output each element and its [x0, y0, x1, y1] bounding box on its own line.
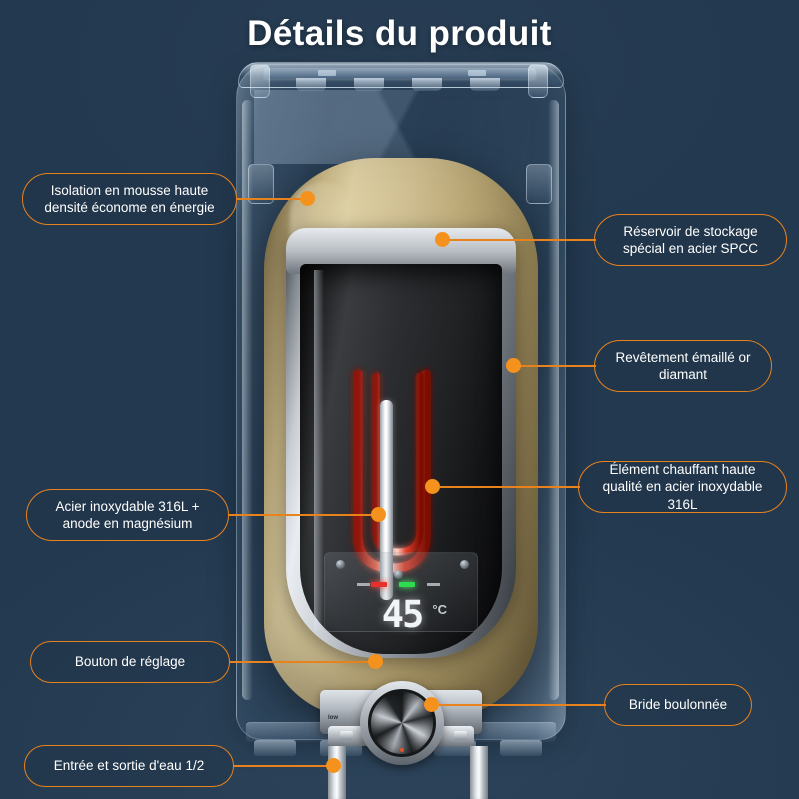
rim-tab	[412, 78, 442, 91]
flange-bolt-icon	[336, 560, 345, 569]
callout-dot-adjustment-knob	[368, 654, 383, 669]
callout-heating-element[interactable]: Élément chauffant haute qualité en acier…	[578, 461, 787, 513]
callout-insulation[interactable]: Isolation en mousse haute densité économ…	[22, 173, 237, 225]
shell-bracket-right	[526, 164, 552, 204]
shell-foot-left	[254, 740, 296, 756]
callout-anode[interactable]: Acier inoxydable 316L + anode en magnési…	[26, 489, 229, 541]
flange-bolt-icon	[340, 731, 353, 740]
knob-low-label: low	[328, 715, 338, 721]
temperature-value: 45	[381, 593, 425, 636]
page-title: Détails du produit	[247, 14, 552, 53]
callout-storage-tank-label: Réservoir de stockage spécial en acier S…	[622, 223, 759, 256]
display-dash	[427, 583, 440, 586]
callout-dot-enamel-coating	[506, 358, 521, 373]
callout-bolted-flange-label: Bride boulonnée	[628, 697, 728, 713]
leader-line-insulation	[237, 198, 303, 200]
callout-water-ports-label: Entrée et sortie d'eau 1/2	[53, 758, 205, 774]
temperature-unit: °C	[432, 602, 447, 617]
callout-adjustment-knob-label: Bouton de réglage	[74, 654, 186, 670]
callout-insulation-label: Isolation en mousse haute densité économ…	[44, 182, 215, 215]
callout-dot-bolted-flange	[424, 697, 439, 712]
cold-water-pipe	[470, 746, 488, 799]
rim-vent-icon	[468, 70, 486, 76]
leader-line-adjustment-knob	[230, 661, 376, 663]
flange-bolt-icon	[460, 560, 469, 569]
rim-tab	[470, 78, 500, 91]
callout-storage-tank[interactable]: Réservoir de stockage spécial en acier S…	[594, 214, 787, 266]
callout-enamel-coating-label: Revêtement émaillé or diamant	[615, 349, 751, 382]
callout-adjustment-knob[interactable]: Bouton de réglage	[30, 641, 230, 683]
callout-bolted-flange[interactable]: Bride boulonnée	[604, 684, 752, 726]
flange-bolt-icon	[394, 570, 403, 579]
flange-bolt-icon	[454, 731, 467, 740]
leader-line-anode	[229, 514, 379, 516]
tank-inner-cavity	[300, 264, 502, 654]
knob-position-marker	[400, 748, 404, 752]
rim-tab	[354, 78, 384, 91]
leader-line-storage-tank	[441, 239, 596, 241]
leader-line-enamel-coating	[517, 365, 596, 367]
callout-dot-water-ports	[326, 758, 341, 773]
heating-led-indicator	[371, 582, 387, 587]
shell-bracket-left	[248, 164, 274, 204]
rim-corner-left	[250, 64, 270, 98]
shell-reflection	[254, 90, 548, 164]
internal-flange-plate	[324, 552, 478, 632]
rim-corner-right	[528, 64, 548, 98]
shell-foot-right	[500, 740, 542, 756]
temperature-display: 45 °C	[351, 582, 453, 638]
callout-dot-insulation	[300, 191, 315, 206]
leader-line-water-ports	[234, 765, 333, 767]
magnesium-anode-rod	[380, 400, 393, 600]
rim-vent-icon	[318, 70, 336, 76]
callout-dot-heating-element	[425, 479, 440, 494]
callout-dot-anode	[371, 507, 386, 522]
callout-anode-label: Acier inoxydable 316L + anode en magnési…	[55, 498, 200, 531]
leader-line-heating-element	[440, 486, 580, 488]
callout-enamel-coating[interactable]: Revêtement émaillé or diamant	[594, 340, 772, 392]
shell-rim-bar	[264, 68, 536, 79]
callout-dot-storage-tank	[435, 232, 450, 247]
display-dash	[357, 583, 370, 586]
adjustment-knob[interactable]	[368, 689, 436, 757]
callout-heating-element-label: Élément chauffant haute qualité en acier…	[602, 462, 763, 512]
ready-led-indicator	[399, 582, 415, 587]
callout-water-ports[interactable]: Entrée et sortie d'eau 1/2	[24, 745, 234, 787]
leader-line-bolted-flange	[434, 704, 606, 706]
shell-highlight-left	[242, 100, 253, 700]
cavity-highlight	[314, 270, 324, 630]
product-illustration: 45 °C low	[228, 60, 573, 799]
rim-tab	[296, 78, 326, 91]
